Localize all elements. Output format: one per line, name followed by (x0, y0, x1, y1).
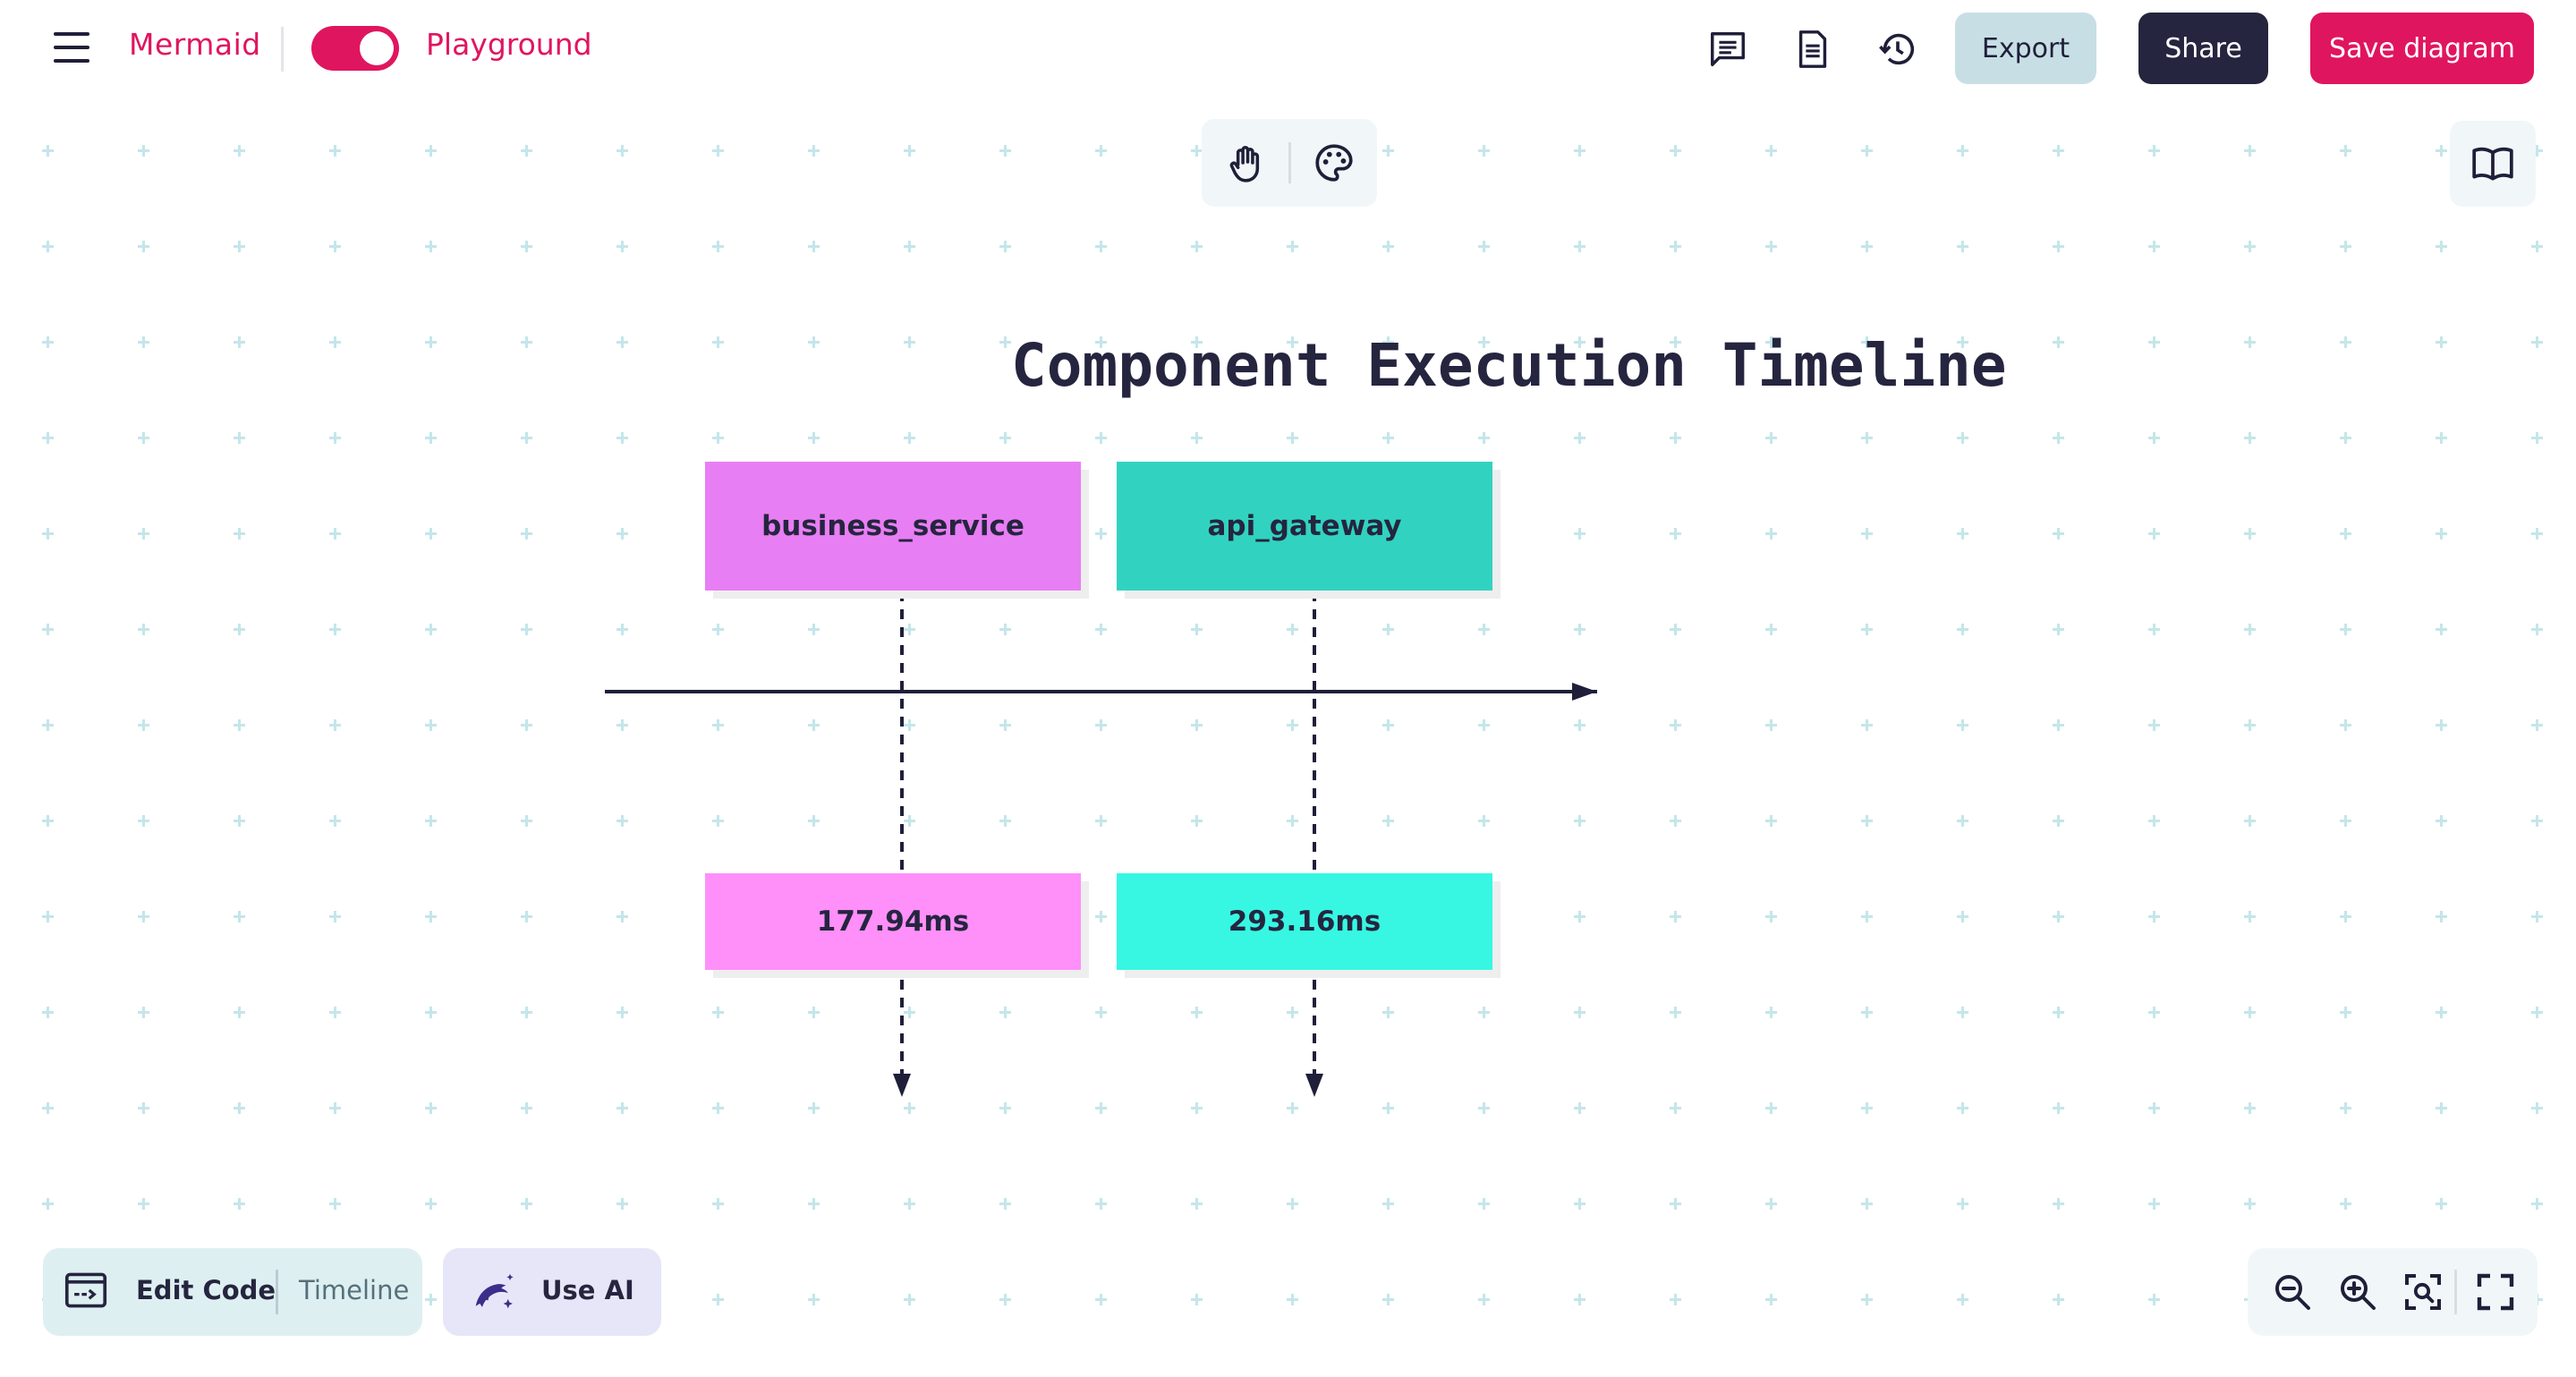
diagram-canvas[interactable] (0, 103, 2576, 1377)
comment-icon[interactable] (1707, 29, 1748, 70)
document-icon[interactable] (1792, 29, 1833, 70)
zoom-controls (2248, 1248, 2538, 1336)
theme-palette-icon[interactable] (1312, 140, 1356, 185)
share-button[interactable]: Share (2138, 13, 2268, 84)
canvas-tool-palette (1202, 119, 1377, 207)
editor-divider (276, 1270, 278, 1314)
header-divider (281, 27, 284, 72)
documentation-button[interactable] (2450, 121, 2536, 207)
export-button[interactable]: Export (1955, 13, 2096, 84)
zoom-in-icon[interactable] (2336, 1271, 2379, 1313)
history-icon[interactable] (1877, 29, 1918, 70)
top-header: Mermaid Playground Export Share Save dia… (0, 0, 2576, 103)
duration-node-api-gateway[interactable]: 293.16ms (1117, 873, 1492, 970)
component-name: api_gateway (1207, 510, 1402, 542)
playground-toggle[interactable] (311, 26, 399, 71)
toggle-knob (360, 31, 394, 65)
component-node-api-gateway[interactable]: api_gateway (1117, 462, 1492, 591)
diagram-type-label: Timeline (299, 1275, 410, 1305)
hamburger-menu-icon[interactable] (54, 32, 89, 63)
fullscreen-icon[interactable] (2474, 1271, 2517, 1313)
use-ai-label: Use AI (541, 1275, 634, 1305)
mode-label: Playground (426, 27, 592, 62)
diagram-title: Component Execution Timeline (1011, 331, 2007, 400)
duration-value: 177.94ms (816, 905, 970, 938)
component-name: business_service (761, 510, 1024, 542)
code-window-icon[interactable] (64, 1271, 107, 1309)
brand-name[interactable]: Mermaid (129, 27, 261, 62)
zoom-fit-icon[interactable] (2402, 1271, 2444, 1313)
use-ai-button[interactable]: Use AI (443, 1248, 661, 1336)
editor-toolbar: Edit Code Timeline (43, 1248, 422, 1336)
open-book-icon (2472, 147, 2513, 181)
palette-divider (1288, 142, 1291, 183)
save-diagram-button[interactable]: Save diagram (2310, 13, 2534, 84)
duration-node-business-service[interactable]: 177.94ms (705, 873, 1081, 970)
hand-pan-icon[interactable] (1223, 140, 1268, 185)
component-node-business-service[interactable]: business_service (705, 462, 1081, 591)
zoom-out-icon[interactable] (2271, 1271, 2314, 1313)
canvas-grid-pattern (0, 103, 2576, 1377)
duration-value: 293.16ms (1228, 905, 1382, 938)
ai-dolphin-sparkle-icon (475, 1273, 514, 1309)
zoom-divider (2454, 1270, 2457, 1314)
edit-code-button[interactable]: Edit Code (136, 1275, 276, 1305)
